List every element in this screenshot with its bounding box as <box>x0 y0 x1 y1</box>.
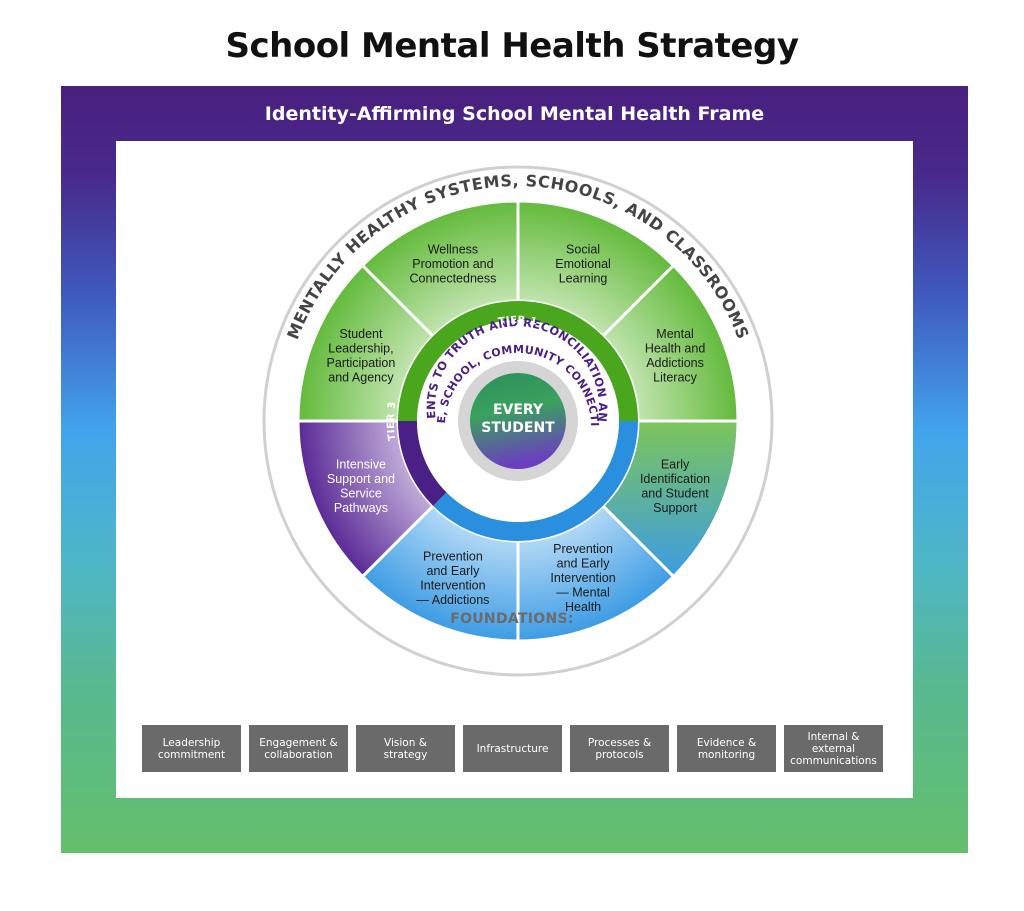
segment-label-line: Pathways <box>334 501 388 515</box>
segment-label-line: and Early <box>557 557 611 571</box>
segment-label-line: Wellness <box>428 242 478 256</box>
wheel-segments <box>296 199 740 643</box>
segment-label-line: Addictions <box>646 356 704 370</box>
segment-label-line: Connectedness <box>410 271 497 285</box>
segment-label-line: Identification <box>640 472 710 486</box>
page-title: School Mental Health Strategy <box>225 26 799 66</box>
tier-1-label: TIER 1 <box>498 315 539 328</box>
tier-1-band <box>398 301 638 421</box>
segment-label-line: Prevention <box>553 542 613 556</box>
foundation-chip: Engagement &collaboration <box>249 725 348 772</box>
segment-label-line: Service <box>340 486 382 500</box>
tier-3-band <box>398 421 447 506</box>
segment-label-line: and Agency <box>328 371 394 385</box>
tier-bands <box>398 301 638 542</box>
segment-label-line: Student <box>339 327 383 341</box>
foundation-chip: Vision &strategy <box>356 725 455 772</box>
segment-label-line: Intensive <box>336 457 386 471</box>
segment-label-line: Mental <box>656 327 694 341</box>
segment-label-line: Social <box>566 242 600 256</box>
segment-label-line: Support <box>653 501 697 515</box>
segment-label-line: — Addictions <box>416 593 489 607</box>
segment-label-line: Health and <box>645 342 706 356</box>
segment-label-line: Emotional <box>555 257 611 271</box>
segment-label-line: Early <box>661 457 690 471</box>
center-label-student: STUDENT <box>481 420 555 436</box>
segment-label-line: Prevention <box>423 549 483 563</box>
segment-label-line: Intervention <box>420 578 485 592</box>
segment-label-line: Participation <box>327 356 396 370</box>
foundation-chip: Processes &protocols <box>570 725 669 772</box>
segment-label-line: — Mental <box>556 586 610 600</box>
foundation-chip: Infrastructure <box>463 725 562 772</box>
segment-label-line: Leadership, <box>328 342 393 356</box>
segment-label-line: Health <box>565 600 601 614</box>
center-label-every: EVERY <box>493 402 544 418</box>
foundation-chip: Evidence &monitoring <box>677 725 776 772</box>
segment-label-line: and Early <box>427 564 481 578</box>
segment-label-line: and Student <box>641 486 709 500</box>
tier-2-band <box>433 421 638 542</box>
segment-label-line: Learning <box>559 271 608 285</box>
tier-3-label: TIER 3 <box>386 401 399 442</box>
frame-title: Identity-Affirming School Mental Health … <box>264 103 765 125</box>
center-every-student-circle <box>470 373 566 469</box>
segment-label-line: Literacy <box>653 371 698 385</box>
segment-label-line: Intervention <box>550 571 615 585</box>
segment-label-line: Promotion and <box>412 257 493 271</box>
foundations-label: FOUNDATIONS: <box>450 611 574 627</box>
segment-label-line: Support and <box>327 472 395 486</box>
